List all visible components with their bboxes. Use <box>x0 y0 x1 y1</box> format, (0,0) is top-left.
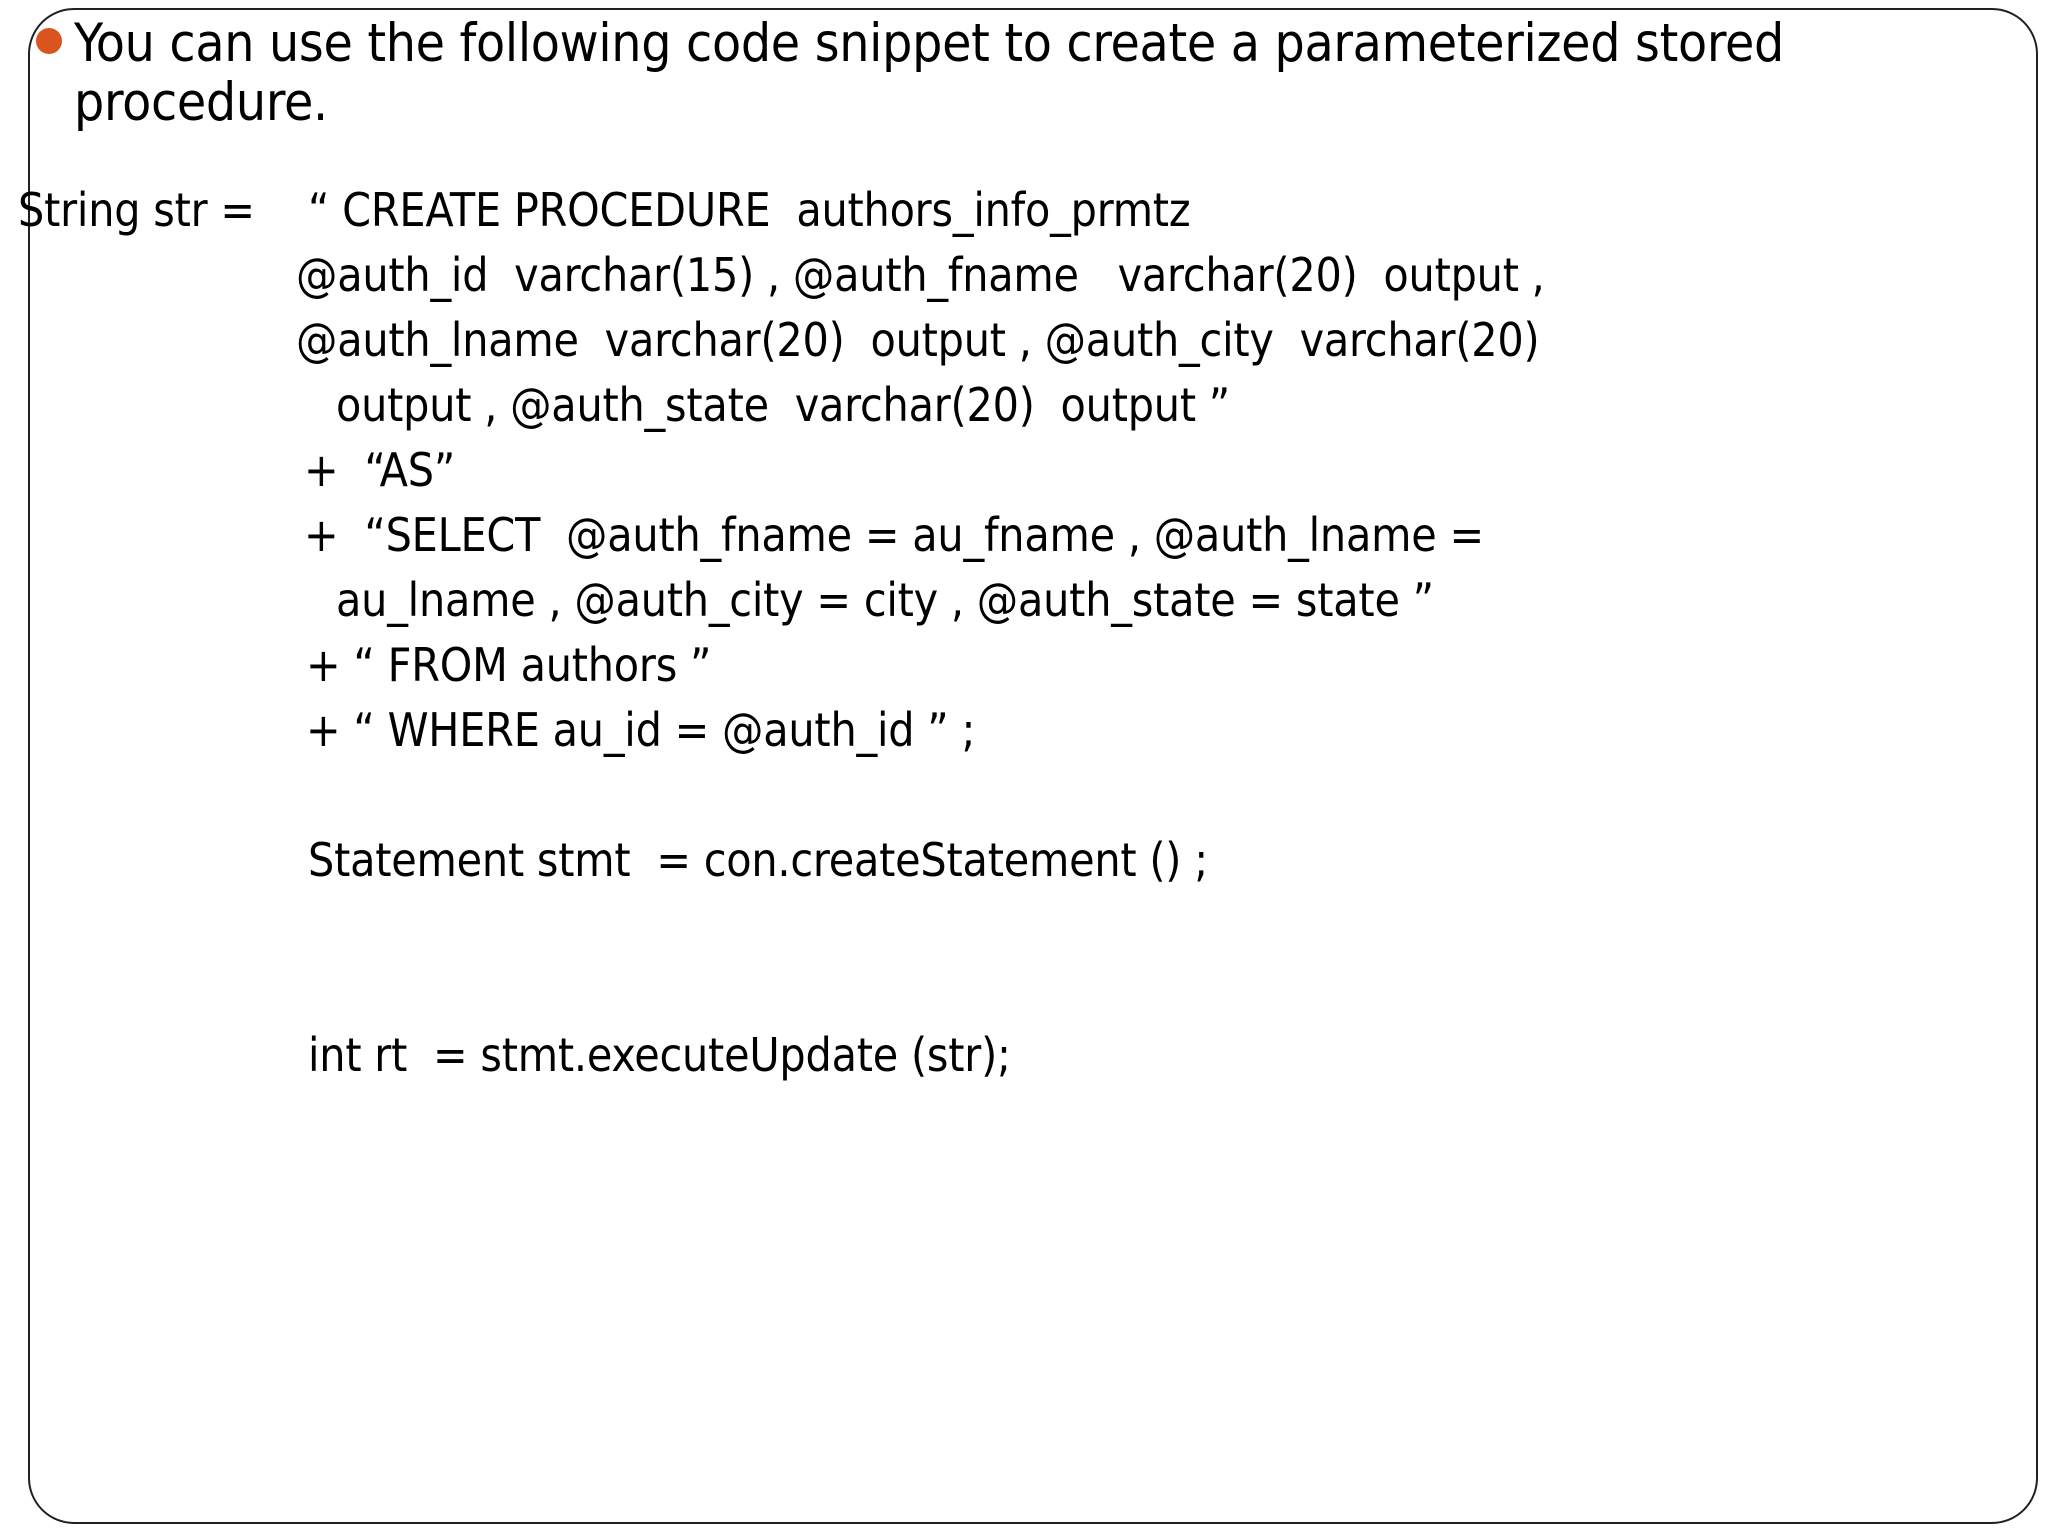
code-line-text: output , @auth_state varchar(20) output … <box>336 378 1231 432</box>
code-line: + “SELECT @auth_fname = au_fname , @auth… <box>18 503 2028 568</box>
bullet-heading: You can use the following code snippet t… <box>36 14 1991 133</box>
code-line-text: Statement stmt = con.createStatement () … <box>308 833 1208 887</box>
code-block: String str = “ CREATE PROCEDURE authors_… <box>18 178 2028 1088</box>
code-line-text: @auth_id varchar(15) , @auth_fname varch… <box>296 248 1545 302</box>
code-line: output , @auth_state varchar(20) output … <box>18 373 2028 438</box>
code-line-text: int rt = stmt.executeUpdate (str); <box>308 1028 1011 1082</box>
code-line-text: @auth_lname varchar(20) output , @auth_c… <box>296 313 1540 367</box>
code-line-blank <box>18 763 2028 828</box>
code-line-text: + “AS” <box>304 443 456 497</box>
code-line: String str = “ CREATE PROCEDURE authors_… <box>18 178 2028 243</box>
code-line-text: + “ FROM authors ” <box>306 638 712 692</box>
code-line: + “ FROM authors ” <box>18 633 2028 698</box>
code-line: + “ WHERE au_id = @auth_id ” ; <box>18 698 2028 763</box>
bullet-dot-icon <box>36 28 62 54</box>
code-line: @auth_lname varchar(20) output , @auth_c… <box>18 308 2028 373</box>
code-line-text: + “SELECT @auth_fname = au_fname , @auth… <box>304 508 1484 562</box>
code-line-blank <box>18 893 2028 958</box>
code-line-text: au_lname , @auth_city = city , @auth_sta… <box>336 573 1434 627</box>
code-line: @auth_id varchar(15) , @auth_fname varch… <box>18 243 2028 308</box>
code-line-text: + “ WHERE au_id = @auth_id ” ; <box>306 703 976 757</box>
code-line: au_lname , @auth_city = city , @auth_sta… <box>18 568 2028 633</box>
code-line: Statement stmt = con.createStatement () … <box>18 828 2028 893</box>
declaration-label: String str = <box>18 183 255 237</box>
code-line: int rt = stmt.executeUpdate (str); <box>18 1023 2028 1088</box>
code-line-blank <box>18 958 2028 1023</box>
code-line: + “AS” <box>18 438 2028 503</box>
code-line-text: “ CREATE PROCEDURE authors_info_prmtz <box>308 183 1191 237</box>
heading-text: You can use the following code snippet t… <box>74 13 1784 134</box>
